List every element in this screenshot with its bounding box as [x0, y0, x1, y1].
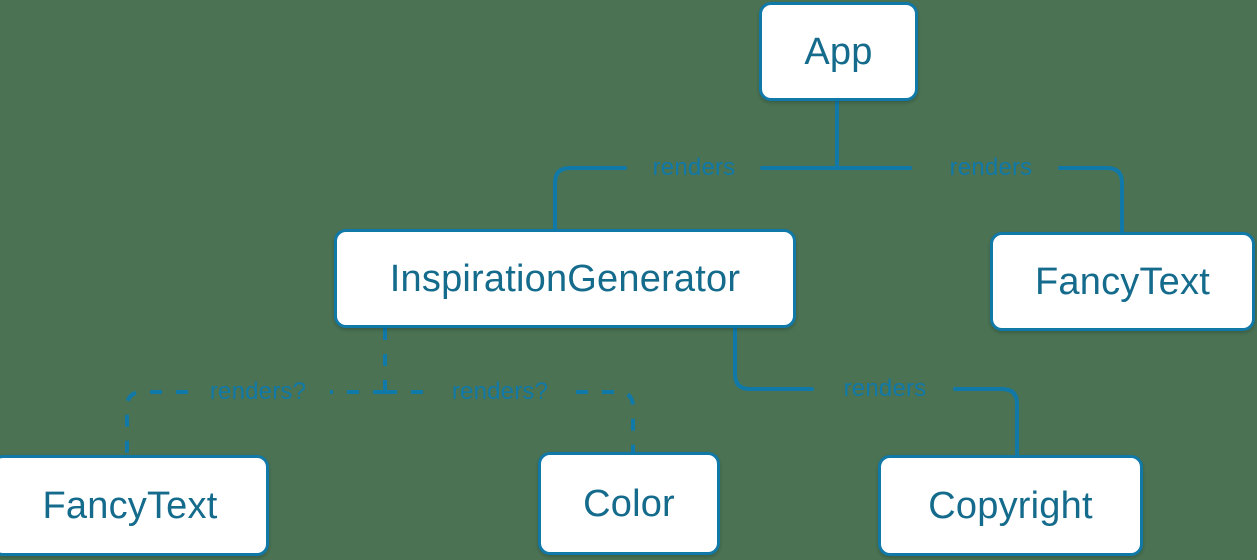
node-copyright[interactable]: Copyright: [878, 455, 1143, 556]
node-fancytext-bottom-label: FancyText: [42, 484, 218, 527]
edge-label-inspiration-generator-color: renders?: [451, 378, 549, 405]
edge-label-inspiration-generator-fancytext: renders?: [209, 378, 307, 405]
node-fancytext-bottom[interactable]: FancyText: [0, 455, 269, 556]
edge-inspgen-copyright-elbow: [733, 326, 814, 391]
node-copyright-label: Copyright: [928, 484, 1093, 527]
edge-label-app-inspiration-generator: renders: [652, 154, 736, 181]
node-color[interactable]: Color: [538, 452, 720, 555]
node-app[interactable]: App: [759, 2, 918, 101]
edge-inspgen-copyright-right-run: [953, 387, 1019, 457]
node-fancytext-right-label: FancyText: [1035, 260, 1210, 303]
edge-inspgen-color-right-run: [576, 390, 635, 452]
node-inspiration-generator-label: InspirationGenerator: [389, 257, 741, 300]
node-app-label: App: [804, 30, 873, 73]
node-fancytext-right[interactable]: FancyText: [990, 232, 1255, 331]
edge-label-inspiration-generator-copyright: renders: [843, 375, 927, 402]
node-inspiration-generator[interactable]: InspirationGenerator: [334, 229, 796, 328]
node-color-label: Color: [583, 482, 675, 525]
edge-app-inspgen-elbow: [553, 166, 572, 231]
edge-inspgen-fancytext-left-run: [125, 390, 188, 455]
edge-app-fancytext-elbow: [1105, 166, 1124, 234]
edge-label-app-fancytext: renders: [949, 154, 1033, 181]
